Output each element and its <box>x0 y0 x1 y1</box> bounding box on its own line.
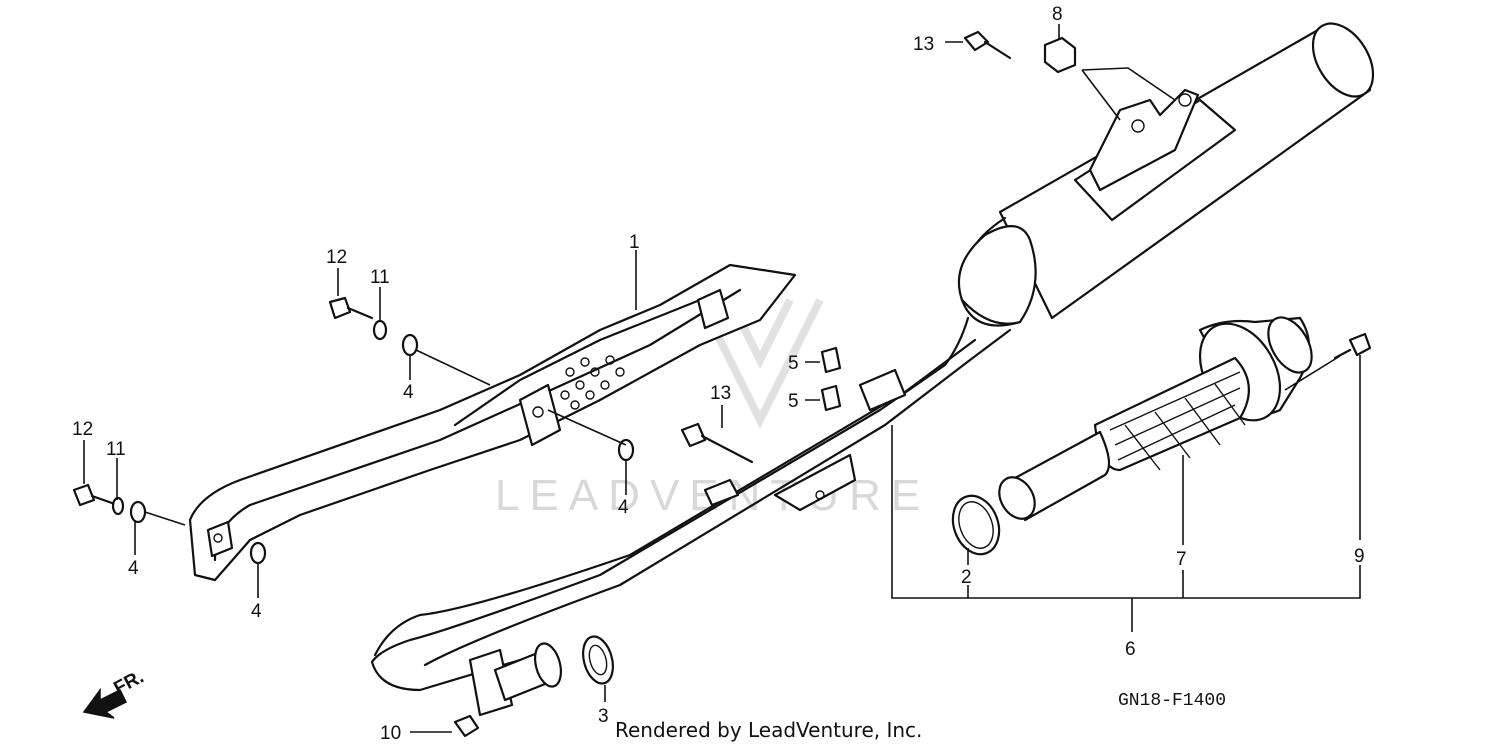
bolt-9 <box>1348 332 1372 357</box>
callout-4-upper: 4 <box>403 382 414 403</box>
exhaust-flange <box>468 642 563 717</box>
clip-5-lower <box>820 384 842 412</box>
bolt-13-top <box>963 30 990 52</box>
callout-13-top: 13 <box>913 34 934 55</box>
bolt-12-upper <box>328 296 352 320</box>
heat-shield <box>188 263 797 582</box>
exhaust-gasket <box>582 635 614 685</box>
callout-9: 9 <box>1354 546 1365 567</box>
render-credit: Rendered by LeadVenture, Inc. <box>615 718 922 742</box>
callout-4-left: 4 <box>128 558 139 579</box>
callout-5-lower: 5 <box>788 391 799 412</box>
callout-3: 3 <box>598 706 609 727</box>
callout-7: 7 <box>1176 549 1187 570</box>
callout-labels: 13 8 1 12 11 4 5 5 13 4 12 11 4 4 2 7 9 … <box>72 4 1365 744</box>
diagram-code: GN18-F1400 <box>1118 691 1226 711</box>
callout-10: 10 <box>380 723 401 744</box>
arrow-icon <box>82 687 128 719</box>
callout-4-low: 4 <box>251 601 262 622</box>
callout-13-mid: 13 <box>710 383 731 404</box>
front-direction-arrow: FR. <box>82 667 147 719</box>
leader-lines <box>83 24 1361 733</box>
fasteners <box>72 30 1372 738</box>
callout-11-lower: 11 <box>106 439 126 460</box>
nut-8 <box>1043 36 1077 74</box>
grommet-4-left <box>129 500 147 524</box>
callout-12-upper: 12 <box>326 247 347 268</box>
bolt-13-mid <box>680 422 707 448</box>
clip-5-upper <box>820 346 842 374</box>
callout-12-lower: 12 <box>72 419 93 440</box>
callout-5-upper: 5 <box>788 353 799 374</box>
muffler <box>957 22 1375 327</box>
shield-vent-holes <box>560 355 625 410</box>
nut-10 <box>453 714 480 738</box>
callout-2: 2 <box>961 567 972 588</box>
grommet-4-low <box>249 541 267 565</box>
washer-11-lower <box>111 496 125 516</box>
spark-arrester-tail-pipe <box>998 316 1313 522</box>
bolt-12-lower <box>72 483 96 507</box>
callout-4-mid: 4 <box>618 497 629 518</box>
gasket-ring <box>951 494 1001 556</box>
washer-11-upper <box>372 319 388 341</box>
exhaust-pipe <box>370 316 1012 692</box>
callout-6: 6 <box>1125 639 1136 660</box>
callout-8: 8 <box>1052 4 1063 25</box>
callout-1: 1 <box>629 232 640 253</box>
grommet-4-upper <box>401 333 419 357</box>
callout-11-upper: 11 <box>370 267 390 288</box>
